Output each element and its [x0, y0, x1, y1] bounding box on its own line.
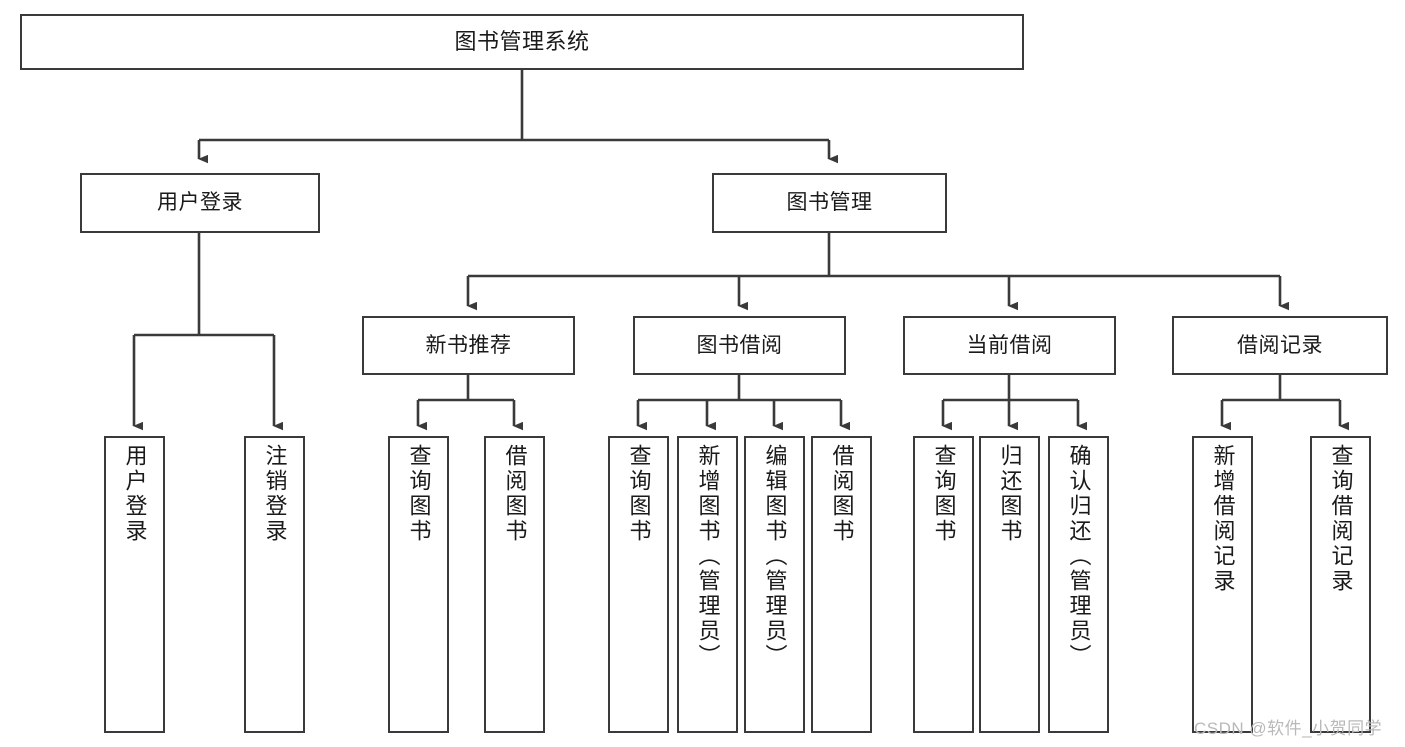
leaf-query-book-current[interactable]: 查询图书 [913, 436, 974, 733]
node-new-book-recommend[interactable]: 新书推荐 [362, 316, 575, 375]
node-label: 借阅图书 [829, 444, 855, 544]
node-label: 查询借阅记录 [1328, 444, 1354, 594]
node-label: 用户登录 [157, 191, 243, 215]
leaf-query-book-borrow[interactable]: 查询图书 [608, 436, 669, 733]
leaf-confirm-return-admin[interactable]: 确认归还（管理员） [1048, 436, 1109, 733]
node-label: 确认归还（管理员） [1066, 444, 1092, 669]
node-label: 借阅图书 [502, 444, 528, 544]
node-label: 归还图书 [997, 444, 1023, 544]
node-label: 用户登录 [122, 444, 148, 544]
node-label: 编辑图书（管理员） [762, 444, 788, 669]
node-user-login[interactable]: 用户登录 [80, 173, 320, 233]
node-label: 图书管理系统 [454, 28, 590, 54]
node-label: 查询图书 [406, 444, 432, 544]
leaf-borrow-book-borrow[interactable]: 借阅图书 [811, 436, 872, 733]
node-label: 图书管理 [786, 191, 873, 215]
leaf-add-book-admin[interactable]: 新增图书（管理员） [677, 436, 738, 733]
leaf-return-book[interactable]: 归还图书 [979, 436, 1040, 733]
node-current-borrow[interactable]: 当前借阅 [903, 316, 1116, 375]
leaf-borrow-book-recommend[interactable]: 借阅图书 [484, 436, 545, 733]
leaf-edit-book-admin[interactable]: 编辑图书（管理员） [744, 436, 805, 733]
node-label: 查询图书 [626, 444, 652, 544]
node-label: 当前借阅 [966, 333, 1053, 357]
node-label: 查询图书 [931, 444, 957, 544]
leaf-query-book-recommend[interactable]: 查询图书 [388, 436, 449, 733]
leaf-query-borrow-record[interactable]: 查询借阅记录 [1310, 436, 1371, 733]
node-borrow-record[interactable]: 借阅记录 [1172, 316, 1388, 375]
node-label: 借阅记录 [1237, 333, 1323, 357]
leaf-logout-login[interactable]: 注销登录 [244, 436, 305, 733]
node-label: 新增图书（管理员） [695, 444, 721, 669]
node-book-management[interactable]: 图书管理 [712, 173, 947, 233]
node-label: 图书借阅 [696, 333, 783, 357]
node-label: 注销登录 [262, 444, 288, 544]
node-book-borrow[interactable]: 图书借阅 [633, 316, 846, 375]
csdn-watermark: CSDN @软件_小贺同学 [1194, 719, 1383, 738]
node-label: 新书推荐 [425, 333, 512, 357]
node-label: 新增借阅记录 [1210, 444, 1236, 594]
leaf-user-login[interactable]: 用户登录 [104, 436, 165, 733]
leaf-add-borrow-record[interactable]: 新增借阅记录 [1192, 436, 1253, 733]
node-root-library-system[interactable]: 图书管理系统 [20, 14, 1024, 70]
